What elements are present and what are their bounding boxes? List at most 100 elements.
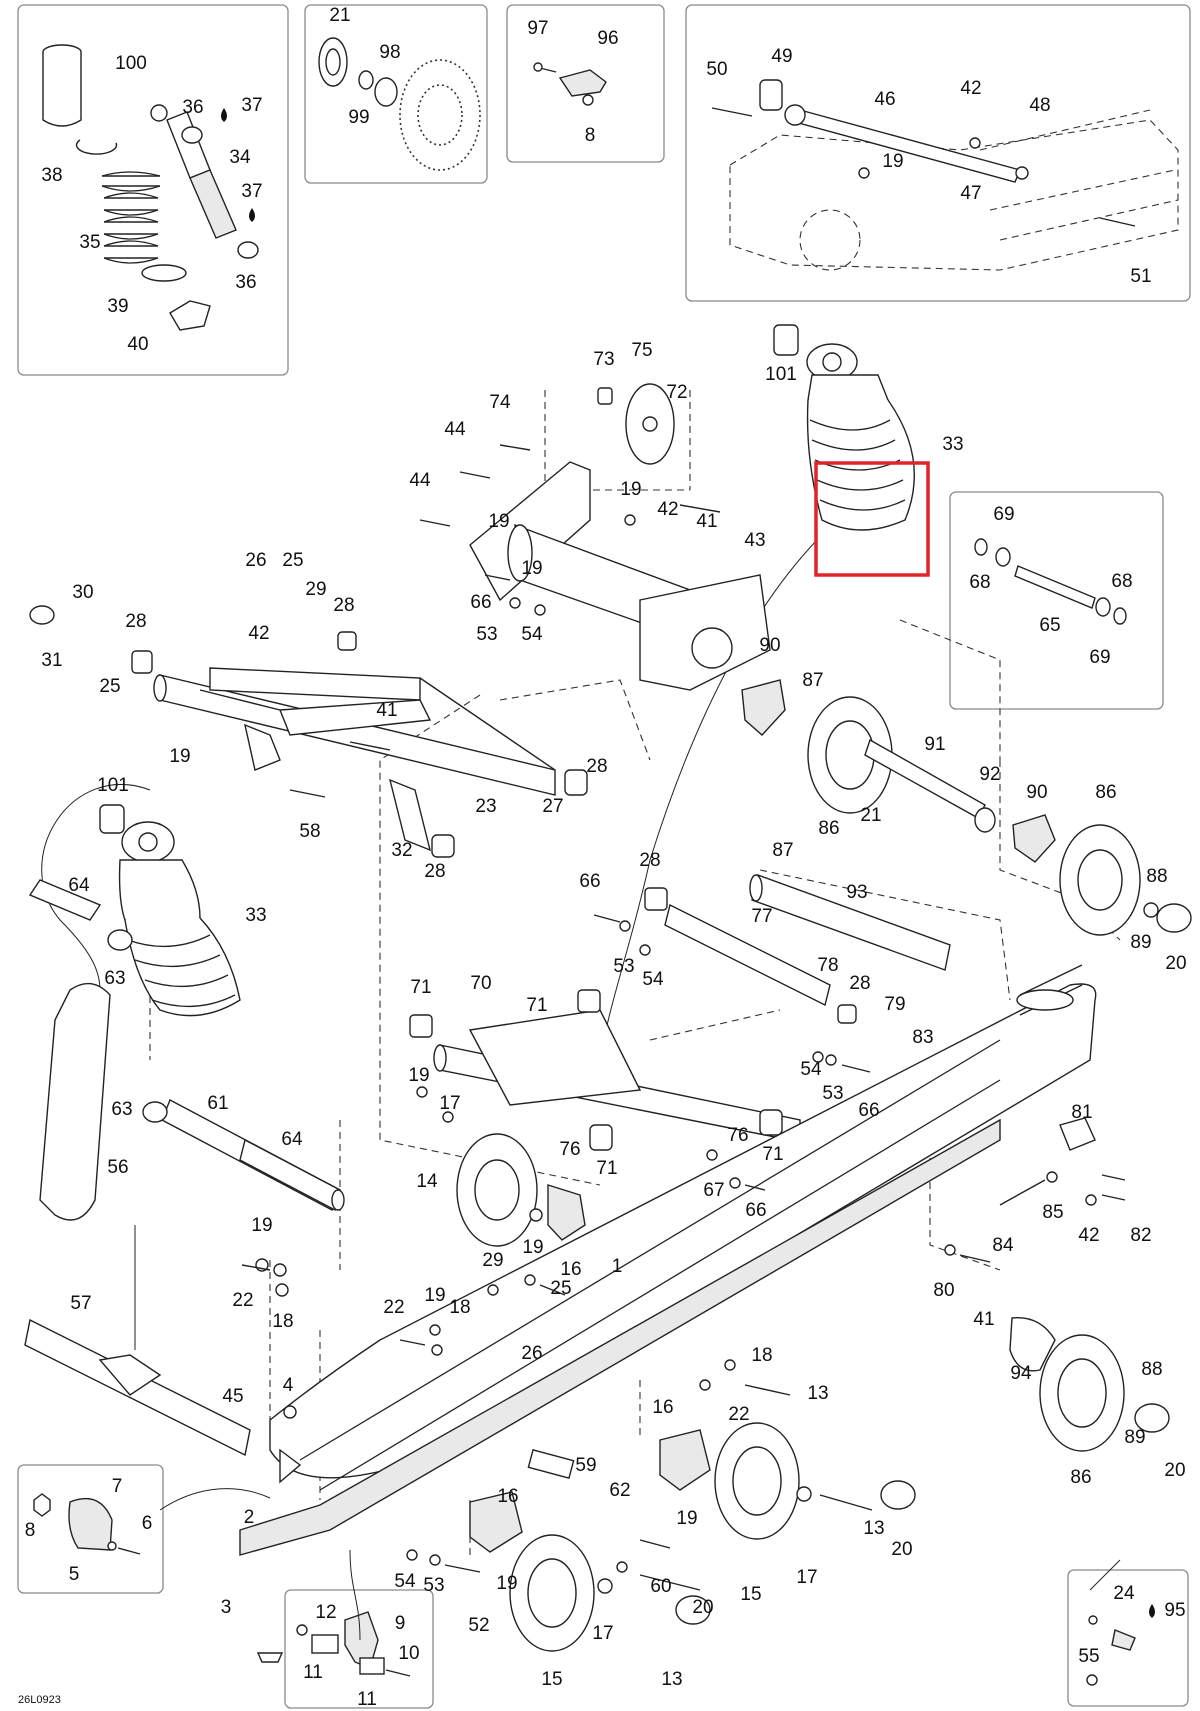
- part-label-16b: 16: [652, 1397, 673, 1418]
- part-label-28d: 28: [424, 861, 445, 882]
- part-label-14: 14: [416, 1171, 438, 1192]
- rear-idler-assembly: [741, 679, 1192, 936]
- part-label-25a: 25: [282, 550, 303, 571]
- part-label-48: 48: [1029, 95, 1050, 116]
- part-label-24: 24: [1113, 1583, 1135, 1604]
- part-label-98: 98: [379, 42, 400, 63]
- part-label-71d: 71: [762, 1144, 783, 1165]
- part-label-86a: 86: [1095, 782, 1116, 803]
- drive-wheel-inset-parts: [318, 37, 481, 171]
- part-label-19a: 19: [882, 151, 903, 172]
- part-label-10: 10: [398, 1643, 419, 1664]
- part-label-7: 7: [112, 1476, 123, 1497]
- part-label-41a: 41: [696, 511, 717, 532]
- highlight-rectangle: [814, 461, 930, 577]
- part-label-46: 46: [874, 89, 895, 110]
- inset-box-shock-spring: [17, 4, 289, 376]
- part-label-95: 95: [1164, 1600, 1185, 1621]
- part-label-50: 50: [706, 59, 727, 80]
- part-label-34: 34: [229, 147, 251, 168]
- part-label-76b: 76: [727, 1125, 748, 1146]
- inset-box-clip: [506, 4, 665, 163]
- part-label-29b: 29: [482, 1250, 503, 1271]
- part-label-15a: 15: [740, 1584, 761, 1605]
- part-label-53b: 53: [613, 956, 634, 977]
- part-label-19c: 19: [620, 479, 641, 500]
- part-label-94: 94: [1010, 1363, 1032, 1384]
- part-label-37b: 37: [241, 181, 262, 202]
- part-label-77: 77: [751, 906, 772, 927]
- part-label-66a: 66: [470, 592, 491, 613]
- part-label-51: 51: [1130, 266, 1151, 287]
- inset-box-slider-block: [17, 1464, 164, 1594]
- part-label-20c: 20: [891, 1539, 912, 1560]
- part-label-68a: 68: [969, 572, 990, 593]
- part-label-66c: 66: [858, 1100, 879, 1121]
- part-label-19e: 19: [169, 746, 190, 767]
- part-label-101b: 101: [97, 775, 129, 796]
- part-label-56: 56: [107, 1157, 128, 1178]
- part-label-25b: 25: [99, 676, 120, 697]
- part-label-2: 2: [244, 1507, 255, 1528]
- rear-bracket-assembly: [419, 383, 771, 691]
- part-label-66d: 66: [745, 1200, 766, 1221]
- part-label-18a: 18: [272, 1311, 293, 1332]
- part-label-54a: 54: [521, 624, 543, 645]
- part-label-64b: 64: [281, 1129, 303, 1150]
- part-label-69b: 69: [1089, 647, 1110, 668]
- part-label-28e: 28: [639, 850, 660, 871]
- part-label-21a: 21: [329, 5, 350, 26]
- part-label-19j: 19: [676, 1508, 697, 1529]
- part-label-58: 58: [299, 821, 320, 842]
- part-label-23: 23: [475, 796, 496, 817]
- part-label-61: 61: [207, 1093, 228, 1114]
- part-label-84: 84: [992, 1235, 1014, 1256]
- part-label-21b: 21: [860, 805, 881, 826]
- part-label-40: 40: [127, 334, 148, 355]
- shock-pin-inset-parts: [974, 538, 1127, 625]
- part-label-83: 83: [912, 1027, 933, 1048]
- part-label-4: 4: [283, 1375, 294, 1396]
- part-label-73: 73: [593, 349, 614, 370]
- part-label-99: 99: [348, 107, 369, 128]
- part-label-20d: 20: [692, 1597, 713, 1618]
- part-label-13b: 13: [863, 1518, 884, 1539]
- part-label-92: 92: [979, 764, 1000, 785]
- part-label-16a: 16: [560, 1259, 581, 1280]
- part-label-19g: 19: [522, 1237, 543, 1258]
- guide-wheel-14: [456, 1133, 586, 1247]
- part-label-63b: 63: [111, 1099, 132, 1120]
- clip-inset-parts: [533, 62, 607, 106]
- part-label-30: 30: [72, 582, 93, 603]
- part-label-53d: 53: [423, 1575, 444, 1596]
- part-label-65: 65: [1039, 615, 1060, 636]
- part-label-42d: 42: [1078, 1225, 1099, 1246]
- lower-wheels: [469, 1316, 1170, 1652]
- part-label-89a: 89: [1130, 932, 1151, 953]
- part-label-43: 43: [744, 530, 765, 551]
- part-label-28f: 28: [849, 973, 870, 994]
- part-label-19i: 19: [424, 1285, 445, 1306]
- upper-shock-absorber: [773, 324, 915, 531]
- part-label-101a: 101: [765, 364, 797, 385]
- part-label-63a: 63: [104, 968, 125, 989]
- part-label-64a: 64: [68, 875, 90, 896]
- part-label-66b: 66: [579, 871, 600, 892]
- part-label-71a: 71: [410, 977, 431, 998]
- part-label-28b: 28: [125, 611, 146, 632]
- part-label-91: 91: [924, 734, 945, 755]
- part-label-71b: 71: [526, 995, 547, 1016]
- part-label-13a: 13: [807, 1383, 828, 1404]
- part-label-54d: 54: [394, 1571, 416, 1592]
- part-label-71c: 71: [596, 1158, 617, 1179]
- part-label-11b: 11: [357, 1689, 377, 1710]
- part-label-32: 32: [391, 840, 412, 861]
- part-label-8a: 8: [585, 125, 596, 146]
- part-label-74: 74: [489, 392, 511, 413]
- part-label-17a: 17: [439, 1093, 460, 1114]
- part-label-44a: 44: [444, 419, 466, 440]
- part-label-28c: 28: [586, 756, 607, 777]
- part-label-19d: 19: [521, 558, 542, 579]
- part-label-26b: 26: [521, 1343, 542, 1364]
